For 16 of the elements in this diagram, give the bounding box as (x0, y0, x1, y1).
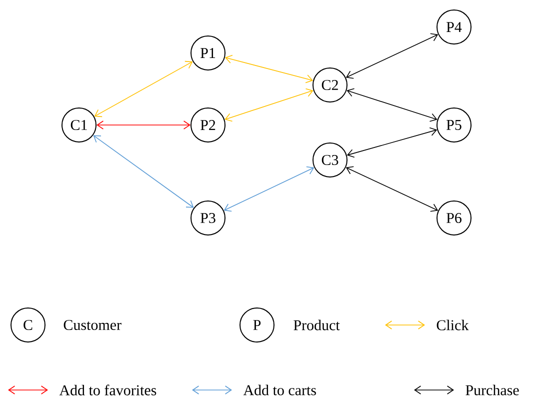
arrow (224, 166, 314, 212)
legend-label: Purchase (466, 384, 519, 396)
legend-label: Add to carts (243, 384, 316, 396)
arrow (224, 54, 314, 84)
legend-label: Product (294, 320, 340, 330)
arrow (346, 88, 438, 122)
arrow (94, 60, 193, 118)
legend-label: Add to favorites (59, 384, 156, 396)
arrow (346, 33, 438, 79)
arrow (93, 135, 194, 208)
legend-label: Click (436, 320, 469, 330)
arrow (224, 88, 314, 122)
legend-label: Customer (64, 320, 122, 330)
arrow (96, 120, 190, 130)
arrow (346, 166, 438, 212)
arrow (346, 127, 438, 158)
